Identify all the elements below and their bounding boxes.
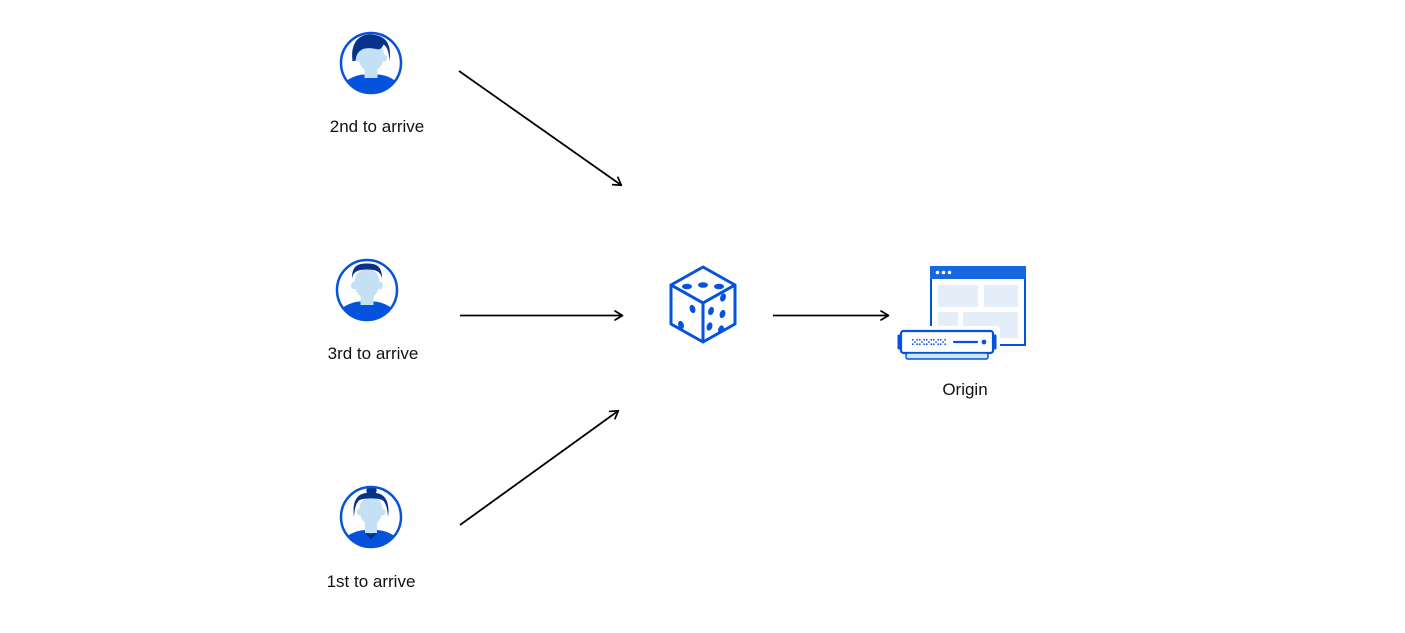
origin-server-icon	[897, 262, 1027, 364]
arrow-client1-to-dice	[459, 409, 620, 526]
dice-icon	[668, 264, 738, 346]
origin-label: Origin	[942, 380, 988, 399]
user-avatar-male-short-hair-icon	[334, 257, 400, 323]
client-label: 1st to arrive	[326, 572, 416, 591]
client-label: 2nd to arrive	[329, 117, 425, 136]
user-avatar-male-swept-hair-icon	[338, 30, 404, 96]
user-avatar-female-bun-icon	[338, 484, 404, 550]
arrow-client2-to-dice	[458, 70, 623, 187]
client-label: 3rd to arrive	[327, 344, 419, 363]
